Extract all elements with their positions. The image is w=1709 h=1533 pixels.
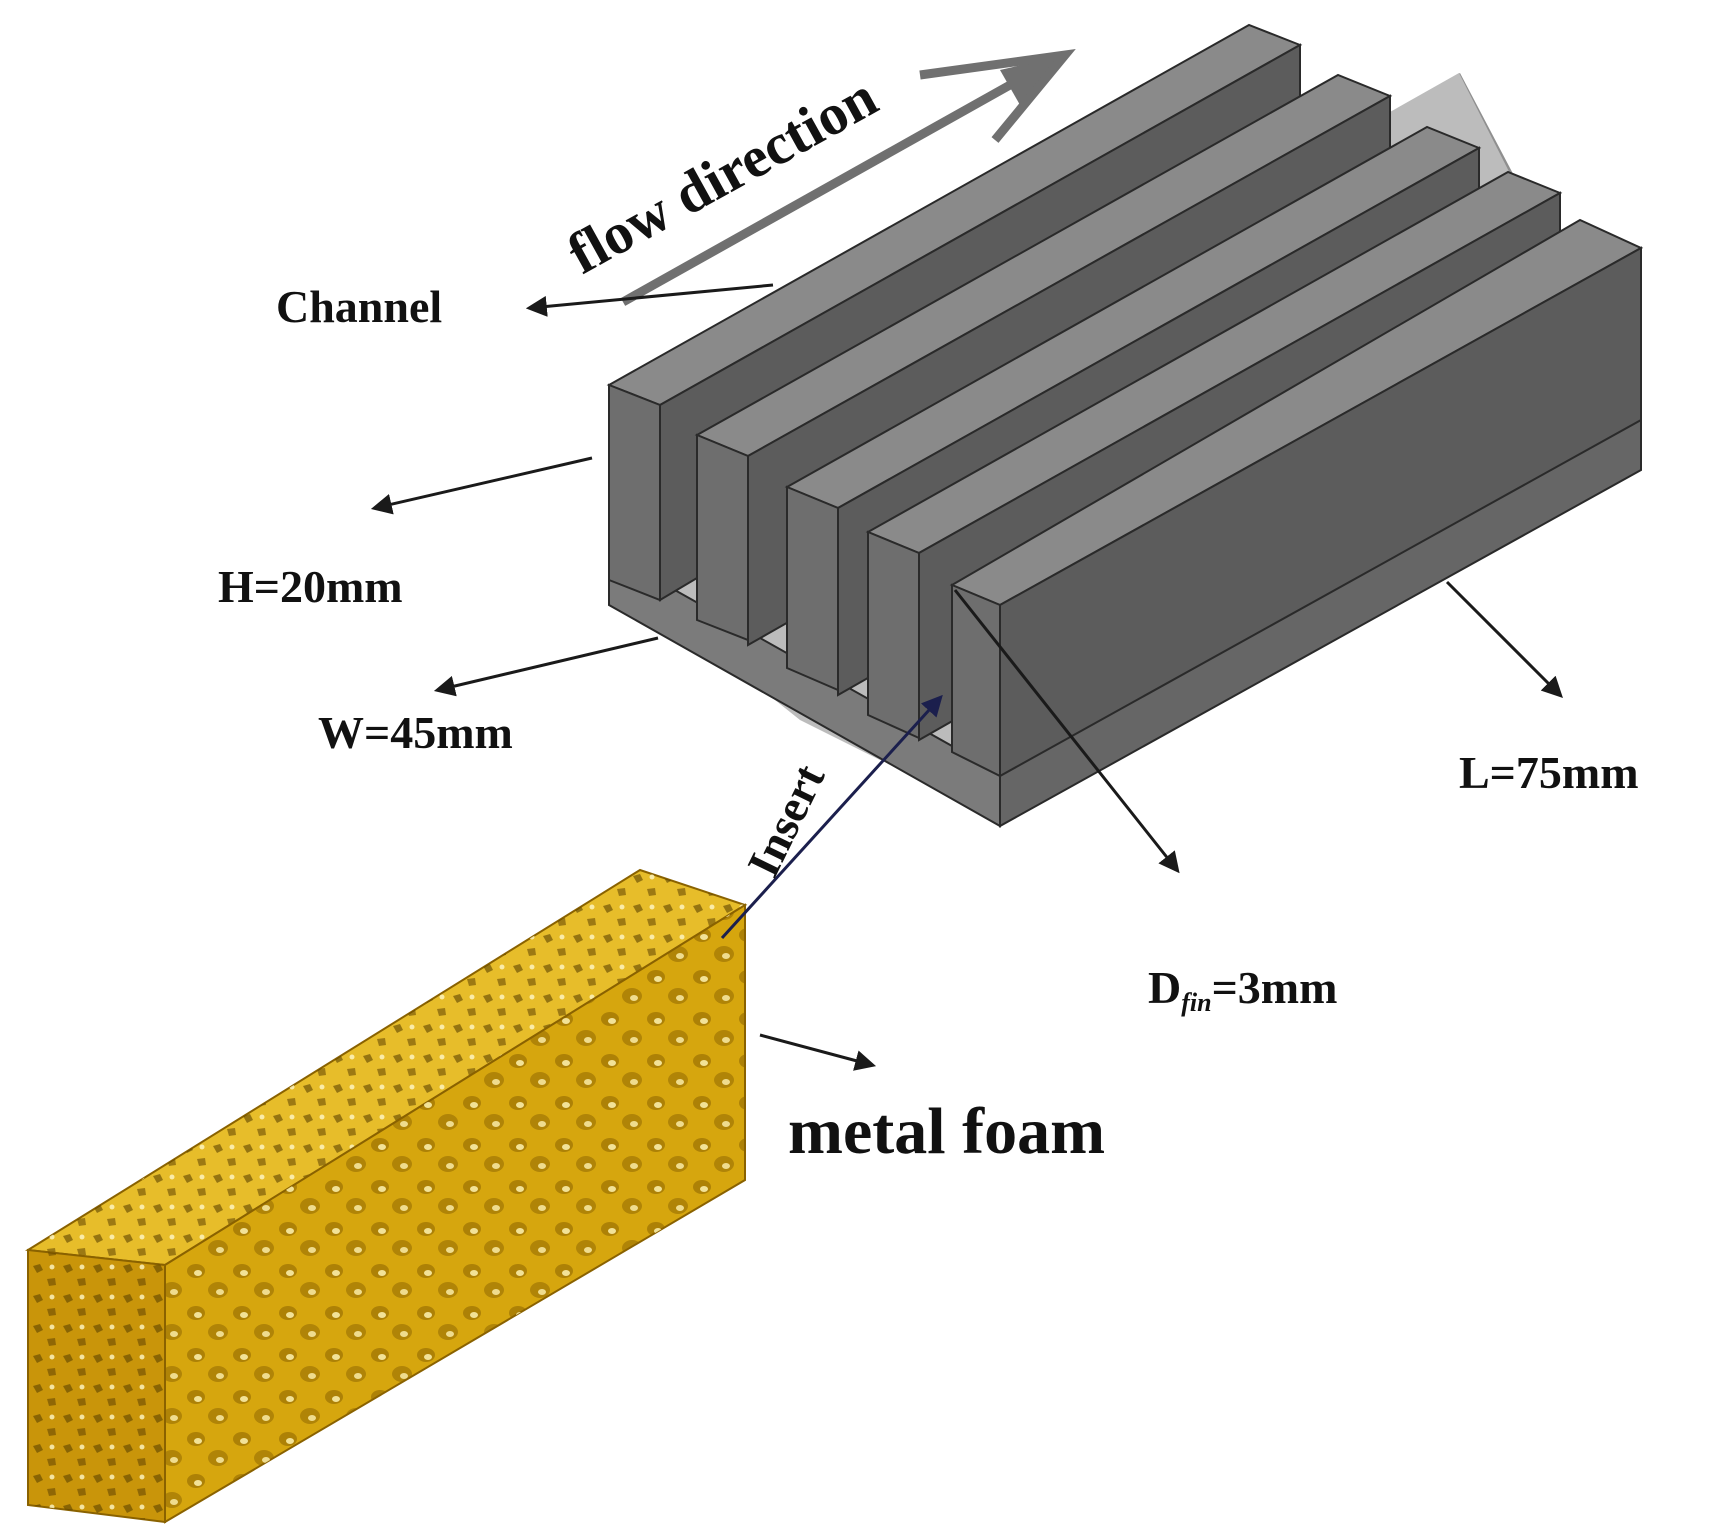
fin-5 <box>949 218 1644 778</box>
channel-leader-arrow <box>525 283 774 317</box>
length-label: L=75mm <box>1459 747 1639 798</box>
metal-foam-leader-arrow <box>759 1033 877 1071</box>
channel-label: Channel <box>276 281 442 332</box>
fin-thickness-value: =3mm <box>1212 962 1338 1013</box>
fin-thickness-symbol: D <box>1148 962 1181 1013</box>
metal-foam-label: metal foam <box>788 1095 1105 1168</box>
width-label: W=45mm <box>318 707 513 758</box>
fin-thickness-leader-arrow <box>953 589 1180 874</box>
flow-direction-label: flow direction <box>557 64 888 287</box>
width-leader-arrow <box>433 636 659 697</box>
fin-thickness-subscript: fin <box>1181 988 1211 1017</box>
height-label: H=20mm <box>218 561 403 612</box>
length-leader-arrow <box>1445 580 1563 698</box>
flow-direction-arrow <box>620 48 1076 306</box>
fin-thickness-label: Dfin=3mm <box>1148 962 1337 1017</box>
insert-label: Insert <box>737 756 835 885</box>
metal-foam-block <box>25 868 748 1524</box>
insert-arrow <box>720 694 943 940</box>
heat-sink <box>606 23 1644 828</box>
height-leader-arrow <box>370 456 593 515</box>
